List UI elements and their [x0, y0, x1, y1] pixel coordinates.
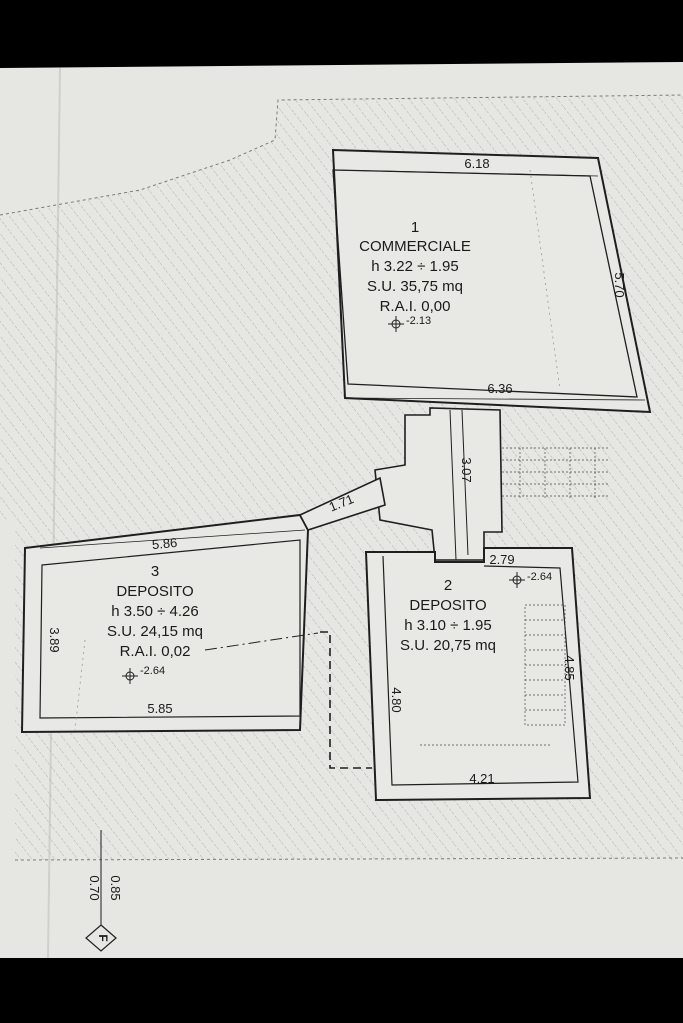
- room-1-number: 1: [411, 219, 419, 236]
- room-3-name: DEPOSITO: [116, 583, 193, 600]
- dim-room-3-left: 3.89: [47, 627, 62, 652]
- compass-marker: [85, 924, 117, 952]
- room-1-interior-dash: [529, 169, 561, 391]
- stair-center-line-2: [461, 409, 469, 556]
- room-3-level: -2.64: [140, 665, 165, 677]
- dim-room-1-top: 6.18: [464, 156, 489, 171]
- room-1-name: COMMERCIALE: [359, 238, 471, 255]
- passage: [298, 476, 386, 531]
- level-marker-room-3: [122, 668, 138, 684]
- room-2-floor: [366, 548, 590, 800]
- section-line: [204, 632, 319, 651]
- dim-room-2-left: 4.80: [389, 687, 404, 712]
- level-marker-room-1: [388, 316, 404, 332]
- room-3-rai: R.A.I. 0,02: [120, 643, 191, 660]
- room-2-name: DEPOSITO: [409, 597, 486, 614]
- dim-room-2-top: 2.79: [489, 552, 514, 567]
- room-1-height: h 3.22 ÷ 1.95: [371, 258, 458, 275]
- dim-room-2-bottom: 4.21: [469, 771, 494, 786]
- room-1-dim-top-line: [332, 169, 599, 177]
- dashed-lower-outline: [320, 631, 372, 769]
- dim-outer-b: 0.70: [87, 875, 102, 900]
- room-2-number: 2: [444, 577, 452, 594]
- room-1-floor: [333, 150, 650, 412]
- room-1-area: S.U. 35,75 mq: [367, 278, 463, 295]
- room-1-level: -2.13: [406, 315, 431, 327]
- room-2-height: h 3.10 ÷ 1.95: [404, 617, 491, 634]
- dim-room-2-right: 4.85: [562, 655, 577, 680]
- room-1-rai: R.A.I. 0,00: [380, 298, 451, 315]
- room-3-height: h 3.50 ÷ 4.26: [111, 603, 198, 620]
- room-3-number: 3: [151, 563, 159, 580]
- room-2-area: S.U. 20,75 mq: [400, 637, 496, 654]
- dim-room-1-bottom: 6.36: [487, 381, 512, 396]
- stair-center-line: [449, 409, 457, 561]
- dim-room-3-top: 5.86: [151, 535, 178, 552]
- dim-room-1-right: 5.70: [612, 272, 627, 297]
- level-marker-room-2: [509, 572, 525, 588]
- stair-steps: [502, 447, 610, 500]
- room-2-level: -2.64: [527, 571, 552, 583]
- room-3-wall-inner: [39, 539, 301, 719]
- room-1-dim-bottom-line: [344, 397, 646, 401]
- dim-outer-a: 0.85: [108, 875, 123, 900]
- dim-stair: 3.07: [459, 457, 474, 482]
- room-2-wall-inner: [382, 555, 579, 786]
- dim-room-3-bottom: 5.85: [147, 701, 172, 716]
- compass-label: F: [96, 934, 110, 941]
- room-3-dim-top-line: [39, 529, 306, 549]
- room-2-wall-outer: [364, 547, 592, 802]
- room-3-floor: [22, 515, 308, 732]
- room-3-area: S.U. 24,15 mq: [107, 623, 203, 640]
- room-3-wall-outer: [20, 513, 310, 734]
- room-2-stairs: [420, 604, 566, 746]
- room-1-wall-outer: [331, 148, 652, 414]
